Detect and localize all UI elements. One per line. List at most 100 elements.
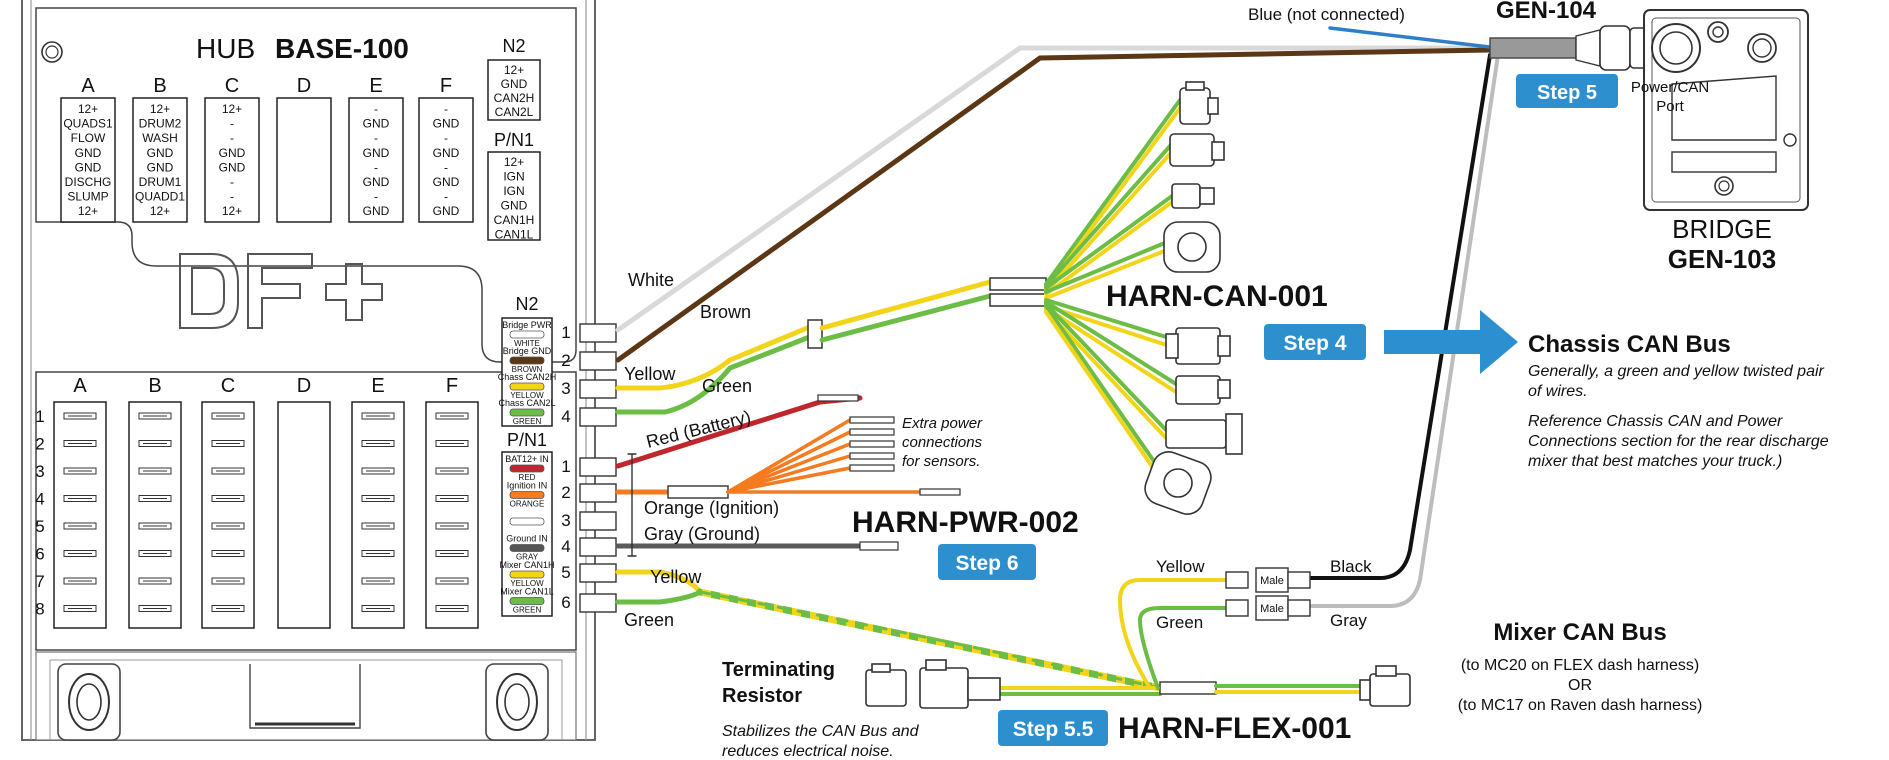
pn1-pin-name: BAT12+ IN <box>505 454 549 464</box>
bottom-column-box-E <box>351 401 405 629</box>
can-connector-icon-7 <box>1165 413 1243 455</box>
pn1-pin-number: 5 <box>561 563 570 582</box>
hub-pn1-pin-label: IGN <box>503 170 524 184</box>
top-pin-label: WASH <box>142 131 178 145</box>
white-wire <box>615 45 1493 333</box>
pn1-pin-number: 4 <box>561 537 570 556</box>
step5-badge: Step 5 <box>1516 74 1618 108</box>
label-green-flex: Green <box>1156 613 1203 632</box>
svg-text:Step 5.5: Step 5.5 <box>1013 718 1094 741</box>
bridge-model: GEN-103 <box>1668 244 1776 274</box>
hub-pn1-pin-label: CAN1H <box>494 213 535 227</box>
top-pin-label: QUADD1 <box>135 190 185 204</box>
top-pin-label: - <box>230 117 234 131</box>
hub-pn1-pin-label: CAN1L <box>495 228 534 242</box>
top-pin-label: - <box>374 160 378 174</box>
can-connector-icon-4 <box>1163 221 1221 273</box>
bridge-port-label-2: Port <box>1656 98 1684 115</box>
top-pin-label: 12+ <box>78 204 98 218</box>
top-column-label-D: D <box>297 75 311 97</box>
hub-title-model: BASE-100 <box>275 33 409 64</box>
top-pin-label: - <box>444 160 448 174</box>
top-pin-label: GND <box>75 160 102 174</box>
top-pin-label: 12+ <box>78 102 98 116</box>
label-gray: Gray (Ground) <box>644 524 760 544</box>
pn1-terminal <box>579 511 617 531</box>
top-pin-label: - <box>230 131 234 145</box>
step55-badge: Step 5.5 <box>998 710 1108 746</box>
row-number: 8 <box>35 600 44 619</box>
pn1-pin-number: 3 <box>561 511 570 530</box>
top-pin-label: DISCHG <box>65 175 112 189</box>
n2-pin-color: BROWN <box>512 365 543 374</box>
bottom-column-label-D: D <box>297 375 311 397</box>
hub-n2-title: N2 <box>502 36 525 56</box>
n2-terminal <box>579 407 617 427</box>
pn1-pin-color: ORANGE <box>510 500 545 509</box>
top-column-box-B <box>132 97 188 223</box>
n2-pin-number: 3 <box>561 379 570 398</box>
harn-pwr-label: HARN-PWR-002 <box>852 506 1079 539</box>
n2-wire-swatch <box>509 356 545 365</box>
top-pin-label: GND <box>363 175 390 189</box>
label-brown: Brown <box>700 302 751 322</box>
pn1-connector-title: P/N1 <box>507 430 547 450</box>
top-pin-label: - <box>374 102 378 116</box>
extra-power-note-3: for sensors. <box>902 453 980 470</box>
bottom-column-box-B <box>128 401 182 629</box>
chassis-can-line2b: Connections section for the rear dischar… <box>1528 433 1829 450</box>
pn1-terminal <box>579 537 617 557</box>
pn1-pin-name: Mixer CAN1H <box>499 560 554 570</box>
pn1-pin-name: Ignition IN <box>507 481 548 491</box>
pn1-wire-swatch <box>509 544 545 552</box>
top-pin-label: QUADS1 <box>63 117 113 131</box>
male-label-2: Male <box>1260 603 1284 615</box>
can-connector-icon-6 <box>1175 375 1231 405</box>
pn1-pin-number: 6 <box>561 593 570 612</box>
top-pin-label: GND <box>363 146 390 160</box>
bridge-port-label-1: Power/CAN <box>1631 79 1709 96</box>
pn1-wire-swatch <box>509 491 545 499</box>
top-column-label-B: B <box>153 75 166 97</box>
svg-text:Step 6: Step 6 <box>955 552 1018 575</box>
wires <box>615 26 1500 696</box>
pn1-wire-swatch <box>509 597 545 605</box>
top-column-label-E: E <box>369 75 382 97</box>
n2-pin-color: GREEN <box>513 417 542 426</box>
n2-wire-swatch <box>509 330 545 339</box>
top-pin-label: GND <box>433 117 460 131</box>
can-connector-icon-2 <box>1169 133 1225 167</box>
top-pin-label: GND <box>219 160 246 174</box>
n2-pin-number: 2 <box>561 351 570 370</box>
pn1-wire-swatch <box>509 517 545 526</box>
harn-flex-junction <box>1159 681 1217 695</box>
resistor-note-1: Stabilizes the CAN Bus and <box>722 723 920 740</box>
pn1-terminal <box>579 483 617 503</box>
top-pin-label: - <box>230 190 234 204</box>
pn1-pin-color: YELLOW <box>510 579 544 588</box>
pn1-terminal <box>579 593 617 613</box>
top-pin-label: - <box>444 131 448 145</box>
harn-can-junction-2 <box>989 293 1047 307</box>
top-column-box-E <box>348 97 404 223</box>
label-green-pn1: Green <box>624 610 674 630</box>
gen104-label: GEN-104 <box>1496 0 1597 24</box>
pn1-pin-name: Mixer CAN1L <box>500 587 554 597</box>
male-connectors: Male Male <box>1225 567 1311 621</box>
n2-pin-number: 1 <box>561 323 570 342</box>
resistor-title-1: Terminating <box>722 659 835 681</box>
top-column-box-D <box>276 97 332 223</box>
terminating-resistor-connector <box>865 659 1001 709</box>
top-pin-label: 12+ <box>150 102 170 116</box>
df-plus-logo <box>179 253 383 329</box>
pn1-pin-name: Ground IN <box>506 534 548 544</box>
mount-screw-icon <box>41 41 63 63</box>
n2-terminal <box>579 323 617 343</box>
extra-power-note-2: connections <box>902 434 983 451</box>
mixer-can-title: Mixer CAN Bus <box>1493 619 1666 646</box>
bottom-column-box-C <box>201 401 255 629</box>
bottom-column-label-E: E <box>371 375 384 397</box>
bridge-gen103: Power/CAN Port <box>1631 9 1809 211</box>
hub-pn1-title: P/N1 <box>494 130 534 150</box>
